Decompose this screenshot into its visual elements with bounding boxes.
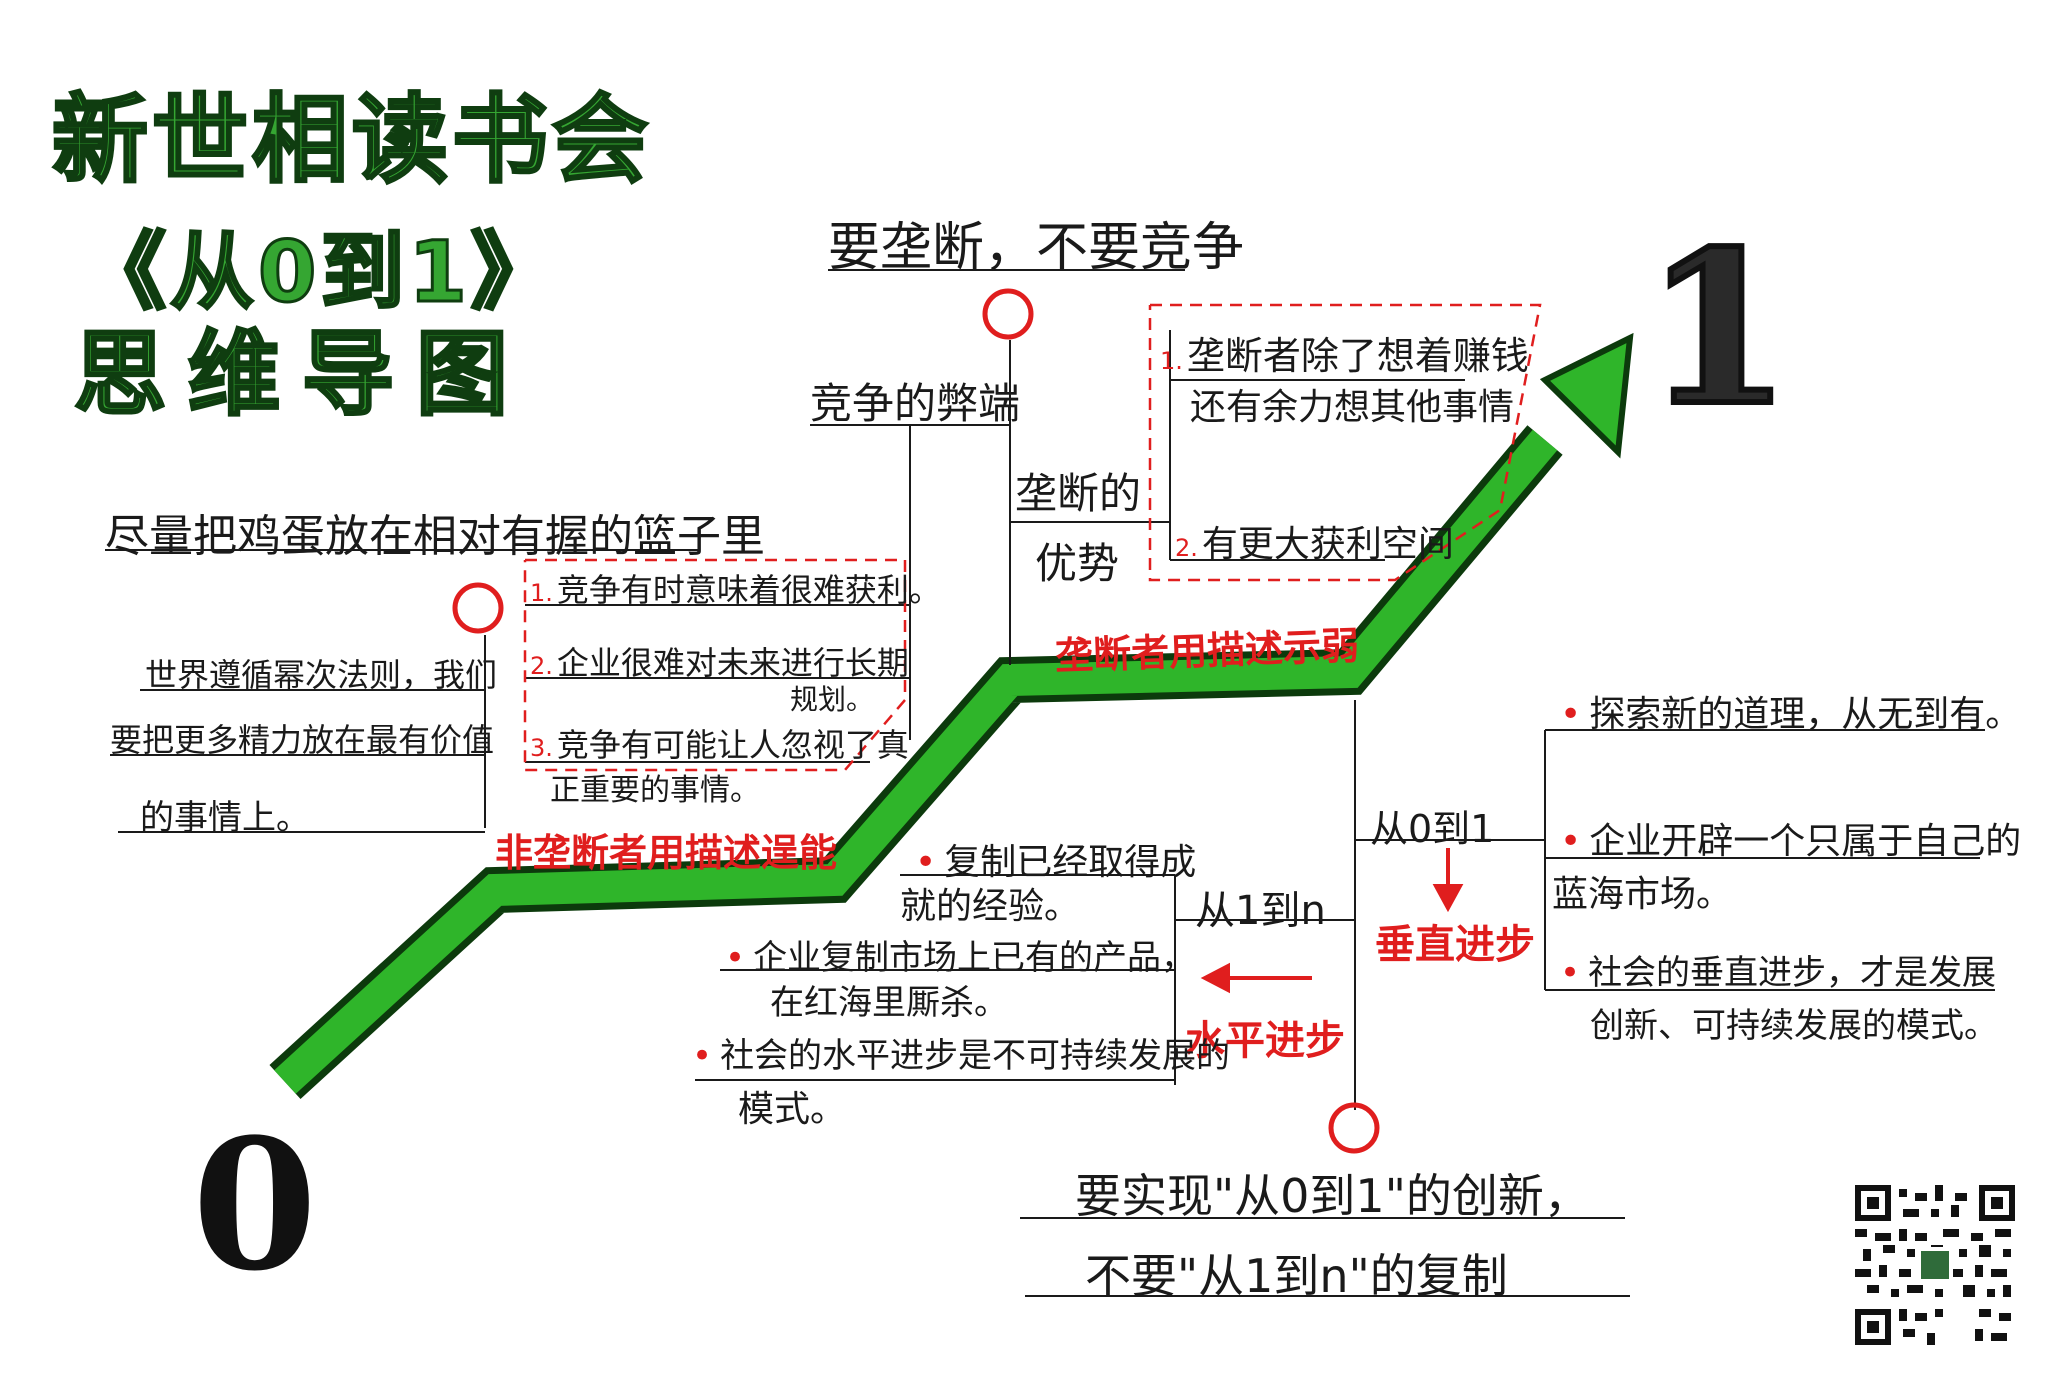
one-to-n-item-1: 复制已经取得成 (915, 833, 1196, 885)
one-to-n-item-1-cont: 就的经验。 (900, 886, 1081, 927)
top-heading: 要垄断，不要竞争 (828, 218, 1245, 278)
conclusion-line-1: 要实现"从0到1"的创新， (1075, 1169, 1590, 1223)
growth-arrow-head (1539, 332, 1634, 459)
left-heading: 尽量把鸡蛋放在相对有握的篮子里 (105, 511, 765, 562)
item-number: 2. (1175, 534, 1198, 562)
one-to-n-item-2-cont: 在红海里厮杀。 (770, 983, 1008, 1023)
item-number: 3. (530, 734, 553, 762)
monopoly-label-1: 垄断的 (1015, 469, 1142, 518)
vertical-progress-label: 垂直进步 (1375, 922, 1535, 968)
dashed-boxes (523, 303, 1542, 772)
bottom-node-circle (1328, 1102, 1380, 1154)
item-text: 竞争有时意味着很难获利。 (556, 571, 941, 609)
monopoly-label-2: 优势 (1035, 539, 1120, 588)
competition-item-1: 1.竞争有时意味着很难获利。 (530, 565, 941, 611)
direction-arrows (1200, 848, 1464, 994)
item-text: 企业很难对未来进行长期 (556, 644, 909, 682)
item-text: 有更大获利空间 (1201, 524, 1454, 565)
zero-to-one-label: 从0到1 (1370, 807, 1495, 851)
left-node-circle (452, 582, 504, 634)
item-text: 竞争有可能让人忽视了真 (556, 726, 909, 764)
non-monopoly-note: 非垄断者用描述逞能 (495, 831, 838, 875)
competition-label: 竞争的弊端 (810, 379, 1021, 428)
zero-to-one-item-1: 探索新的道理，从无到有。 (1560, 685, 2021, 737)
growth-path (269, 332, 1634, 1099)
item-number: 2. (530, 652, 553, 680)
item-text: 垄断者除了想着赚钱 (1186, 334, 1529, 378)
monopoly-item-2: 2.有更大获利空间 (1175, 515, 1454, 567)
monopoly-item-1: 1.垄断者除了想着赚钱 (1160, 325, 1529, 380)
zero-to-one-item-3-cont: 创新、可持续发展的模式。 (1590, 1006, 1998, 1046)
competition-item-2-cont: 规划。 (790, 683, 875, 716)
top-node-circle (982, 288, 1034, 340)
one-to-n-item-3-cont: 模式。 (738, 1089, 847, 1130)
top-connectors (810, 269, 1465, 740)
left-text-line-2: 要把更多精力放在最有价值 (110, 721, 495, 759)
zero-to-one-item-3: 社会的垂直进步，才是发展 (1560, 945, 1996, 994)
competition-item-3-cont: 正重要的事情。 (550, 773, 760, 808)
left-arrow-head (1200, 962, 1230, 994)
left-text-line-3: 的事情上。 (140, 798, 310, 838)
title-book-name: 《从0到1》 (81, 222, 559, 323)
one-to-n-label: 从1到n (1195, 888, 1326, 934)
item-number: 1. (530, 579, 553, 607)
left-connectors (105, 549, 910, 833)
start-zero: 0 (192, 1100, 318, 1311)
conclusion-line-2: 不要"从1到n"的复制 (1085, 1249, 1508, 1303)
down-arrow-head (1432, 884, 1464, 913)
one-to-n-item-2: 企业复制市场上已有的产品， (725, 930, 1195, 979)
title-mind-map: 思维导图 (72, 320, 531, 430)
monopoly-note: 垄断者用描述示弱 (1054, 623, 1360, 679)
item-number: 1. (1160, 347, 1183, 375)
qr-code-image (1855, 1185, 2015, 1345)
competition-item-3: 3.竞争有可能让人忽视了真 (530, 720, 909, 766)
zero-to-one-item-2: 企业开辟一个只属于自己的 (1560, 812, 2021, 864)
title-reading-club: 新世相读书会 (51, 83, 652, 198)
one-to-n-item-3: 社会的水平进步是不可持续发展的 (692, 1028, 1230, 1077)
left-text-line-1: 世界遵循幂次法则，我们 (145, 656, 498, 694)
zero-to-one-item-2-cont: 蓝海市场。 (1552, 874, 1733, 915)
end-one: 1 (1642, 202, 1794, 455)
competition-item-2: 2.企业很难对未来进行长期 (530, 638, 909, 684)
node-circles (452, 288, 1380, 1154)
monopoly-item-1-cont: 还有余力想其他事情 (1190, 387, 1515, 428)
